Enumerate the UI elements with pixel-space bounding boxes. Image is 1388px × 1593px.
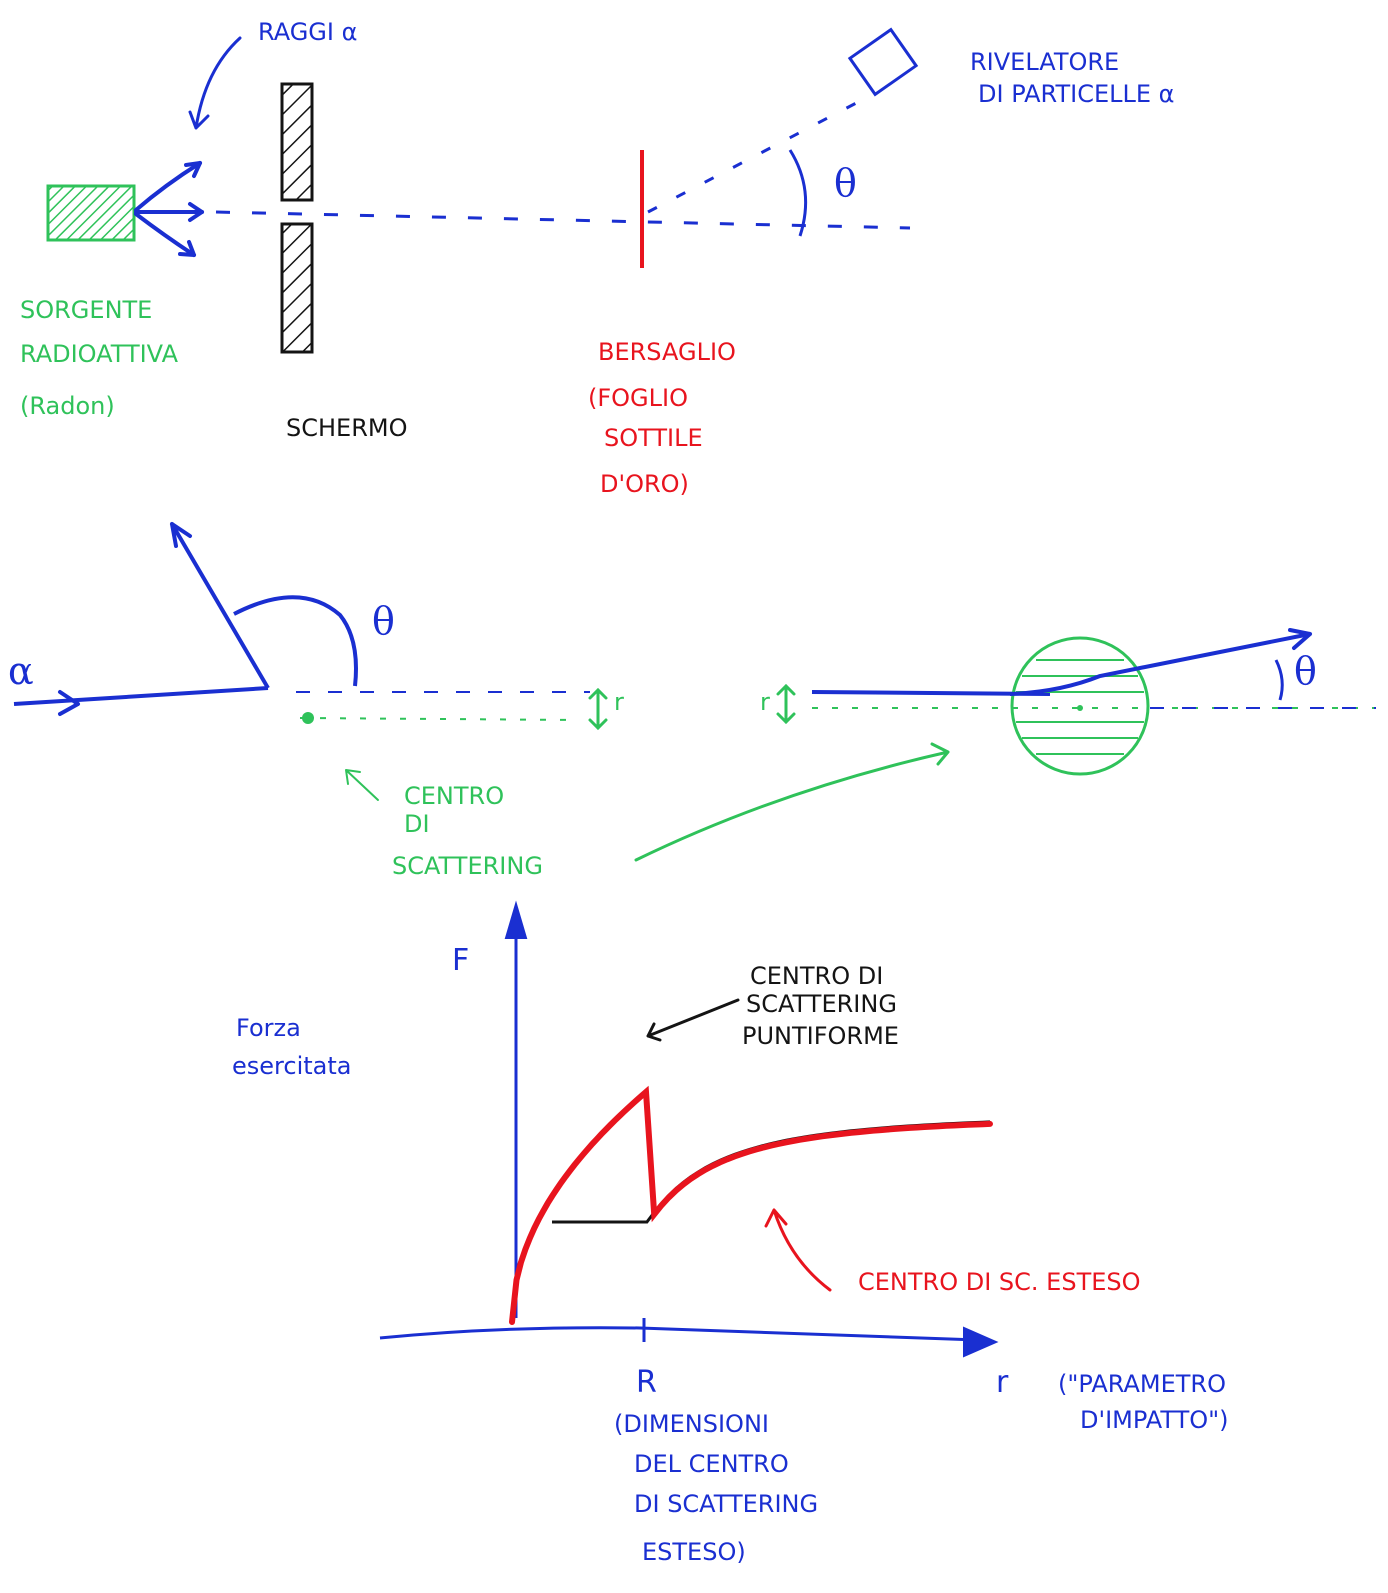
point-label-line-3: PUNTIFORME: [742, 1022, 899, 1050]
x-desc-line-1: ("PARAMETRO: [1058, 1370, 1226, 1398]
incoming-arrowhead-left: [58, 690, 80, 716]
radioactive-source: [46, 184, 136, 242]
theta-arc: [788, 149, 808, 237]
deflected-arrowhead-left: [170, 522, 192, 548]
center-label-line-2: DI: [404, 810, 430, 838]
r-desc-line-4: ESTESO): [642, 1538, 746, 1566]
particle-detector: [847, 27, 919, 97]
force-graph: F Forza esercitata r ("PARAMETRO D'IMPAT…: [232, 900, 1229, 1566]
alpha-label: α: [8, 649, 34, 693]
target-label-line-2: (FOGLIO: [588, 384, 688, 412]
point-scattering-center: [302, 712, 314, 724]
extended-scattering-center: [1010, 636, 1150, 776]
detector-label-line-1: RIVELATORE: [970, 48, 1119, 76]
point-label-line-1: CENTRO DI: [750, 962, 883, 990]
x-axis-arrowhead: [963, 1326, 999, 1358]
detector-label-line-2: DI PARTICELLE α: [978, 80, 1175, 108]
screen-label: SCHERMO: [286, 414, 407, 442]
point-center-curve: [552, 1120, 991, 1224]
center-pointer-arrow-left: [345, 769, 379, 801]
extended-center-label: CENTRO DI SC. ESTESO: [858, 1268, 1141, 1296]
y-axis-label: F: [452, 943, 469, 978]
scattered-path: [647, 98, 863, 214]
scattering-diagram: α θ θ r r CENTRO DI SCATTERING: [8, 522, 1376, 880]
x-axis: [379, 1326, 979, 1342]
theta-label-left: θ: [372, 599, 395, 643]
theta-arc-right: [1274, 659, 1284, 701]
source-label-line-1: SORGENTE: [20, 296, 152, 324]
extended-center-hatching: [1016, 659, 1144, 755]
incoming-trajectory-left: [13, 686, 269, 706]
impact-parameter-marker-left: [588, 687, 608, 731]
target-label-line-4: D'ORO): [600, 470, 689, 498]
center-label-line-1: CENTRO: [404, 782, 504, 810]
source-label-line-3: (Radon): [20, 392, 115, 420]
x-axis-label: r: [996, 1365, 1009, 1400]
theta-label-right: θ: [1294, 649, 1317, 693]
center-pointer-arrow-right: [634, 742, 950, 862]
impact-parameter-marker-right: [776, 683, 796, 725]
setup-theta: θ: [834, 161, 857, 205]
r-desc-line-1: (DIMENSIONI: [614, 1410, 769, 1438]
y-desc-line-2: esercitata: [232, 1052, 351, 1080]
screen-lower: [280, 222, 314, 354]
r-label-left: r: [614, 688, 624, 716]
x-desc-line-2: D'IMPATTO"): [1080, 1406, 1229, 1434]
r-desc-line-3: DI SCATTERING: [634, 1490, 818, 1518]
target-label-line-3: SOTTILE: [604, 424, 703, 452]
emitted-rays: [134, 161, 204, 257]
r-desc-line-2: DEL CENTRO: [634, 1450, 789, 1478]
r-label-right: r: [760, 688, 770, 716]
source-label-line-2: RADIOATTIVA: [20, 340, 179, 368]
deflected-arrowhead-right: [1288, 628, 1312, 650]
center-axis-left: [299, 717, 581, 721]
extended-center-arrow: [764, 1208, 832, 1292]
extended-center-curve: [509, 1085, 993, 1325]
screen-upper: [280, 82, 314, 202]
point-label-line-2: SCATTERING: [746, 990, 897, 1018]
y-desc-line-1: Forza: [236, 1014, 301, 1042]
center-label-line-3: SCATTERING: [392, 852, 543, 880]
deflected-trajectory-right: [1009, 632, 1311, 696]
deflected-trajectory-left: [170, 522, 270, 690]
theta-arc-left: [233, 595, 358, 687]
point-center-arrow: [646, 998, 740, 1042]
target-label-line-1: BERSAGLIO: [598, 338, 736, 366]
rays-label-arrow: [188, 36, 242, 130]
y-axis-arrowhead: [504, 900, 528, 939]
r-tick-label: R: [636, 1365, 657, 1400]
setup-diagram: RAGGI α SORGENTE RADIOATTIVA (Radon) SCH…: [20, 18, 1175, 498]
alpha-rays-label: RAGGI α: [258, 18, 357, 46]
beam-path: [215, 210, 911, 230]
extended-center-dot: [1077, 705, 1083, 711]
